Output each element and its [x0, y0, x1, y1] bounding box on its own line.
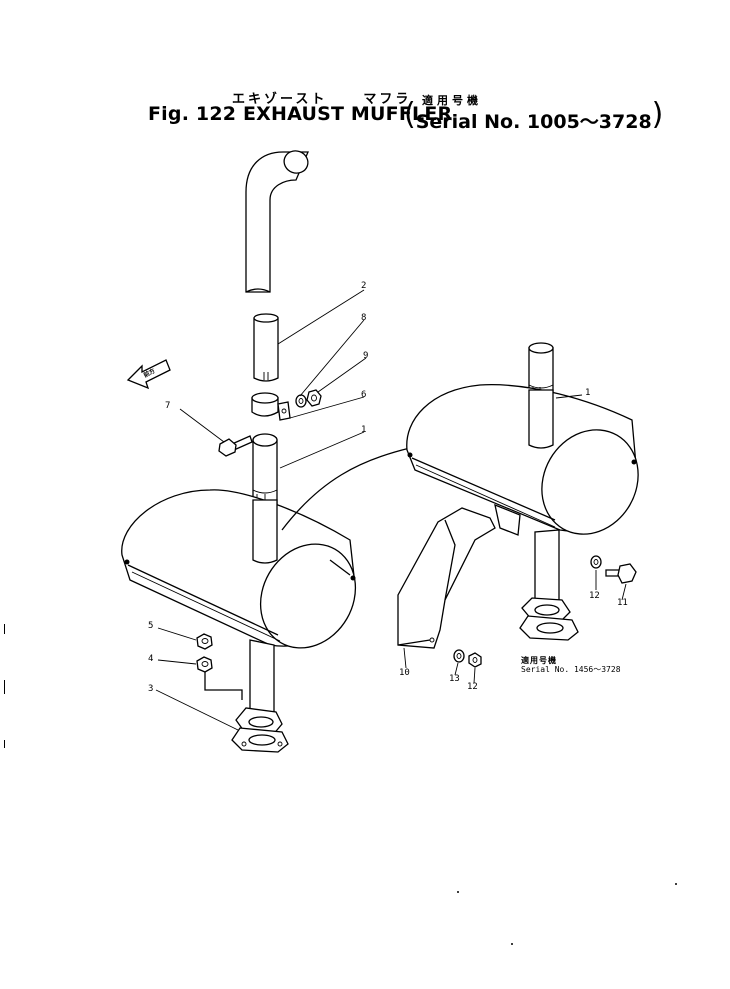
- bracket-washer-bottom: [453, 649, 465, 663]
- callout-1-right: 1: [585, 388, 591, 398]
- callout-6: 6: [361, 390, 367, 400]
- figure-title: Fig. 122 EXHAUST MUFFLER: [148, 103, 453, 125]
- callout-8: 8: [361, 313, 367, 323]
- bracket-bolt: [605, 563, 637, 584]
- callout-7: 7: [165, 401, 171, 411]
- flange-lock-washer: [196, 656, 213, 673]
- muffler-support-bracket: [397, 503, 521, 649]
- serial-range-text: Serial No. 1005～3728: [415, 111, 652, 133]
- flange-nut: [196, 633, 213, 650]
- serial-range: (Serial No. 1005～3728): [404, 97, 664, 133]
- callout-11: 11: [617, 598, 628, 608]
- assembly-connection-line: [281, 447, 411, 531]
- bracket-nut-bottom: [468, 652, 482, 668]
- japanese-title-exhaust: エキゾースト: [232, 92, 328, 107]
- callout-5: 5: [148, 621, 154, 631]
- clamp-bolt: [218, 435, 253, 457]
- right-muffler-body: [406, 384, 639, 535]
- pipe-clamp: [251, 392, 291, 421]
- callout-12-right: 12: [589, 591, 600, 601]
- bracket-washer-right: [590, 555, 602, 569]
- applicability-japanese: 適用号機: [521, 656, 557, 665]
- bracket-line-4-3: [204, 672, 243, 700]
- callout-12-bottom: 12: [467, 682, 478, 692]
- forward-direction-arrow: [126, 359, 171, 390]
- callout-9: 9: [363, 351, 369, 361]
- callout-2: 2: [361, 281, 367, 291]
- callout-13: 13: [449, 674, 460, 684]
- leader-lines: [155, 289, 627, 731]
- callout-1-left: 1: [361, 425, 367, 435]
- callout-3: 3: [148, 684, 154, 694]
- spring-washer: [295, 394, 307, 408]
- applicability-serial: Serial No. 1456～3728: [521, 665, 621, 674]
- japanese-title-muffler: マフラ: [363, 92, 412, 107]
- left-inlet-pipe-flange: [231, 639, 289, 753]
- right-inlet-pipe-flange: [519, 529, 579, 641]
- connecting-pipe: [253, 313, 279, 382]
- hex-nut: [306, 389, 322, 407]
- japanese-serial-heading: 適用号機: [422, 94, 482, 107]
- callout-10: 10: [399, 668, 410, 678]
- callout-4: 4: [148, 654, 154, 664]
- scan-speckles: [4, 624, 677, 945]
- japanese-title: エキゾースト マフラ: [232, 88, 411, 107]
- exhaust-tip-pipe: [245, 150, 309, 293]
- left-muffler-body: [121, 489, 357, 649]
